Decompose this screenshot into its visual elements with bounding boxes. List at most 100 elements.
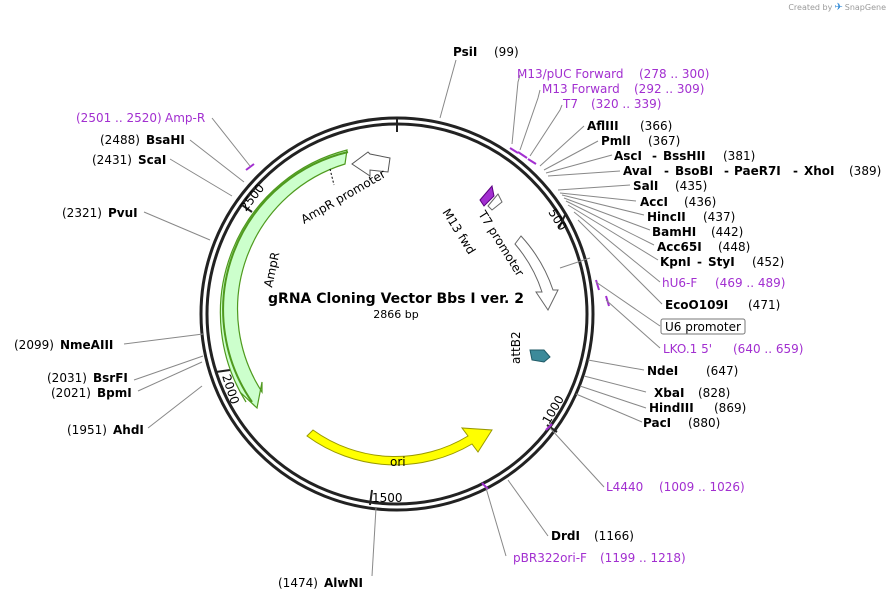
site-bsrfi: (2031) BsrFI	[47, 371, 128, 385]
svg-text:(880): (880)	[688, 416, 720, 430]
svg-text:(366): (366)	[640, 119, 672, 133]
svg-text:(442): (442)	[711, 225, 743, 239]
svg-text:PaeR7I: PaeR7I	[734, 164, 781, 178]
svg-text:(320 .. 339): (320 .. 339)	[591, 97, 661, 111]
svg-text:pBR322ori-F: pBR322ori-F	[513, 551, 587, 565]
site-bamhi: BamHI (442)	[652, 225, 743, 239]
attb2-label: attB2	[509, 331, 523, 364]
svg-text:-: -	[724, 164, 729, 178]
svg-text:Amp-R: Amp-R	[165, 111, 205, 125]
svg-text:(1166): (1166)	[594, 529, 634, 543]
svg-text:AhdI: AhdI	[113, 423, 144, 437]
svg-text:(1474): (1474)	[278, 576, 318, 590]
svg-text:(389): (389)	[849, 164, 881, 178]
svg-text:(437): (437)	[703, 210, 735, 224]
site-psii: PsiI (99)	[453, 45, 519, 59]
svg-text:(828): (828)	[698, 386, 730, 400]
svg-text:BsaHI: BsaHI	[146, 133, 185, 147]
u6-promoter-box: U6 promoter	[660, 318, 746, 335]
leader-lines	[123, 59, 663, 577]
svg-text:hU6-F: hU6-F	[662, 276, 697, 290]
ampr-promoter-divider	[329, 168, 335, 186]
site-drdi: DrdI (1166)	[551, 529, 634, 543]
svg-text:PvuI: PvuI	[108, 206, 138, 220]
svg-text:DrdI: DrdI	[551, 529, 580, 543]
svg-text:(469 .. 489): (469 .. 489)	[715, 276, 785, 290]
site-nmeaiii: (2099) NmeAIII	[14, 338, 113, 352]
svg-text:(1951): (1951)	[67, 423, 107, 437]
svg-text:PmlI: PmlI	[601, 134, 631, 148]
site-bpmi: (2021) BpmI	[51, 386, 132, 400]
svg-text:XbaI: XbaI	[654, 386, 684, 400]
m13-fwd-label: M13 fwd	[439, 206, 478, 257]
ampr-promoter-arrow	[351, 151, 391, 177]
svg-text:T7: T7	[562, 97, 578, 111]
svg-text:(367): (367)	[648, 134, 680, 148]
svg-text:AvaI: AvaI	[623, 164, 652, 178]
svg-text:ScaI: ScaI	[138, 153, 166, 167]
map-length: 2866 bp	[373, 308, 418, 321]
svg-text:(448): (448)	[718, 240, 750, 254]
svg-text:(2431): (2431)	[92, 153, 132, 167]
svg-text:(2321): (2321)	[62, 206, 102, 220]
site-afliii: AflIII (366)	[587, 119, 672, 133]
svg-text:BssHII: BssHII	[663, 149, 705, 163]
svg-text:(292 .. 309): (292 .. 309)	[634, 82, 704, 96]
primer-amp-r: (2501 .. 2520) Amp-R	[76, 111, 205, 125]
svg-text:(640 .. 659): (640 .. 659)	[733, 342, 803, 356]
svg-text:BsrFI: BsrFI	[93, 371, 128, 385]
svg-text:AlwNI: AlwNI	[324, 576, 363, 590]
svg-text:BsoBI: BsoBI	[675, 164, 713, 178]
svg-text:AccI: AccI	[640, 195, 668, 209]
svg-text:(2021): (2021)	[51, 386, 91, 400]
svg-text:NdeI: NdeI	[647, 364, 678, 378]
svg-text:M13 Forward: M13 Forward	[542, 82, 620, 96]
svg-text:HindIII: HindIII	[649, 401, 694, 415]
svg-text:BamHI: BamHI	[652, 225, 696, 239]
svg-text:(278 .. 300): (278 .. 300)	[639, 67, 709, 81]
primer-m13-puc-forward: M13/pUC Forward (278 .. 300)	[517, 67, 709, 81]
svg-text:-: -	[664, 164, 669, 178]
t7-small-arrow	[487, 193, 503, 211]
site-bsahi: (2488) BsaHI	[100, 133, 185, 147]
attb2-feature-arrow	[529, 349, 551, 363]
primer-lko1-5: LKO.1 5' (640 .. 659)	[663, 342, 803, 356]
site-hincii: HincII (437)	[647, 210, 735, 224]
svg-text:(869): (869)	[714, 401, 746, 415]
primer-hu6-f: hU6-F (469 .. 489)	[662, 276, 785, 290]
svg-text:(2501 .. 2520): (2501 .. 2520)	[76, 111, 162, 125]
svg-text:NmeAIII: NmeAIII	[60, 338, 113, 352]
svg-text:HincII: HincII	[647, 210, 686, 224]
svg-text:EcoO109I: EcoO109I	[665, 298, 728, 312]
svg-text:-: -	[697, 255, 702, 269]
site-kpni-styi: KpnI - StyI (452)	[660, 255, 784, 269]
primer-l4440: L4440 (1009 .. 1026)	[606, 480, 745, 494]
map-title: gRNA Cloning Vector Bbs I ver. 2	[268, 291, 524, 307]
svg-text:(2031): (2031)	[47, 371, 87, 385]
svg-text:-: -	[793, 164, 798, 178]
svg-text:U6 promoter: U6 promoter	[665, 320, 741, 334]
svg-text:(2099): (2099)	[14, 338, 54, 352]
site-acci: AccI (436)	[640, 195, 716, 209]
site-pmli: PmlI (367)	[601, 134, 680, 148]
site-xbai: XbaI (828)	[654, 386, 730, 400]
ori-label: ori	[390, 455, 406, 469]
site-asci-bsshii: AscI - BssHII (381)	[614, 149, 755, 163]
primer-t7: T7 (320 .. 339)	[562, 97, 661, 111]
svg-text:(2488): (2488)	[100, 133, 140, 147]
svg-text:BpmI: BpmI	[97, 386, 132, 400]
primer-m13-forward: M13 Forward (292 .. 309)	[542, 82, 704, 96]
svg-text:(452): (452)	[752, 255, 784, 269]
svg-text:PsiI: PsiI	[453, 45, 477, 59]
credit-brand: SnapGene	[844, 3, 886, 12]
site-hindiii: HindIII (869)	[649, 401, 746, 415]
svg-text:XhoI: XhoI	[804, 164, 835, 178]
svg-text:M13/pUC Forward: M13/pUC Forward	[517, 67, 624, 81]
svg-text:(1009 .. 1026): (1009 .. 1026)	[659, 480, 745, 494]
site-acc65i: Acc65I (448)	[657, 240, 750, 254]
svg-text:(381): (381)	[723, 149, 755, 163]
site-paci: PacI (880)	[643, 416, 720, 430]
site-ahdi: (1951) AhdI	[67, 423, 144, 437]
t7-promoter-arrow	[514, 235, 559, 311]
